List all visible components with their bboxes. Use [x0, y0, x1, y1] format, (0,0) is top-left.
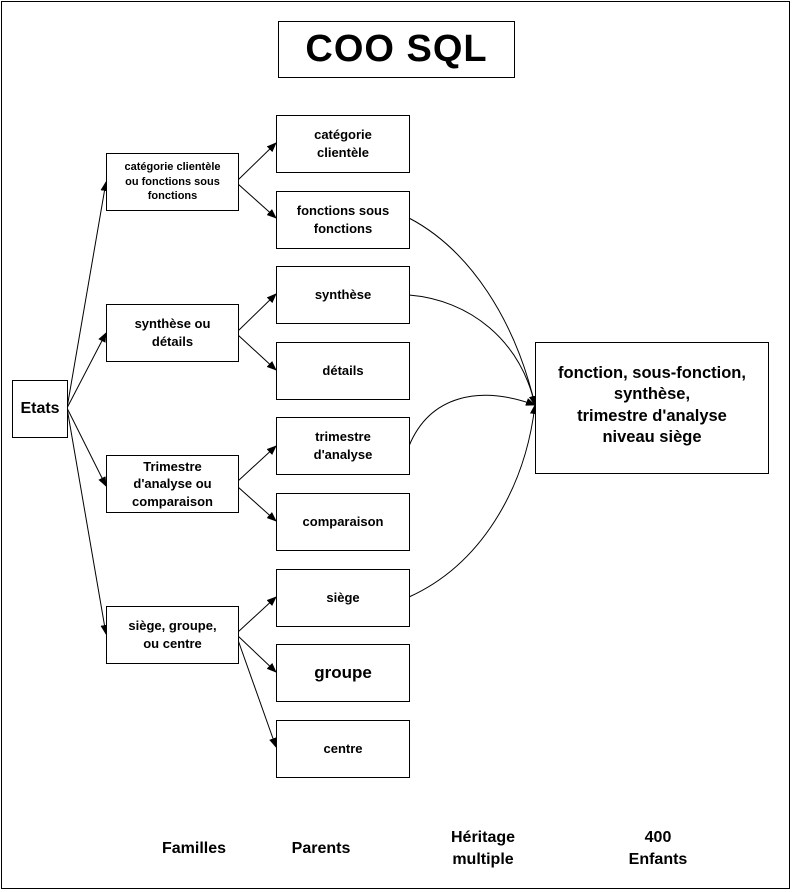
arrow-famille-4-parent-8 — [237, 635, 277, 673]
arrow-famille-3-parent-6 — [237, 486, 277, 522]
arrow-etats-famille-3 — [66, 407, 107, 487]
family-node-siege-groupe-centre: siège, groupe, ou centre — [106, 606, 239, 664]
child-node-enfant: fonction, sous-fonction, synthèse, trime… — [535, 342, 769, 474]
arrow-etats-famille-1 — [66, 181, 109, 409]
arrow-famille-4-parent-9 — [237, 639, 277, 748]
footer-label-enfants: 400 Enfants — [628, 829, 688, 868]
parent-node-siege: siège — [276, 569, 410, 627]
root-node-etats: Etats — [12, 380, 68, 438]
parent-node-fonctions-sous-fonctions: fonctions sous fonctions — [276, 191, 410, 249]
arrow-famille-1-parent-1 — [237, 142, 277, 181]
arrow-etats-famille-4 — [66, 407, 109, 635]
curve-fonctions-to-enfant — [408, 217, 537, 406]
arrow-famille-2-parent-4 — [237, 334, 277, 371]
family-node-synthese-details: synthèse ou détails — [106, 304, 239, 362]
parent-node-groupe: groupe — [276, 644, 410, 702]
arrow-famille-1-parent-2 — [237, 183, 277, 219]
parent-node-details: détails — [276, 342, 410, 400]
footer-label-heritage: Héritage multiple — [450, 829, 516, 868]
arrow-famille-4-parent-7 — [237, 596, 277, 633]
arrow-etats-famille-2 — [66, 332, 107, 409]
family-node-trimestre-comparaison: Trimestre d'analyse ou comparaison — [106, 455, 239, 513]
parent-node-synthese: synthèse — [276, 266, 410, 324]
diagram-title: COO SQL — [278, 21, 515, 78]
curve-synthese-to-enfant — [408, 294, 537, 406]
parent-node-centre: centre — [276, 720, 410, 778]
curve-siege-to-enfant — [408, 404, 538, 598]
arrow-famille-2-parent-3 — [237, 293, 277, 332]
family-node-categorie-fonctions: catégorie clientèle ou fonctions sous fo… — [106, 153, 239, 211]
parent-node-categorie-clientele: catégorie clientèle — [276, 115, 410, 173]
curve-trimestre-to-enfant — [408, 394, 536, 447]
arrow-famille-3-parent-5 — [237, 445, 277, 482]
footer-label-parents: Parents — [291, 840, 351, 857]
parent-node-comparaison: comparaison — [276, 493, 410, 551]
footer-label-familles: Familles — [161, 840, 227, 857]
parent-node-trimestre-analyse: trimestre d'analyse — [276, 417, 410, 475]
